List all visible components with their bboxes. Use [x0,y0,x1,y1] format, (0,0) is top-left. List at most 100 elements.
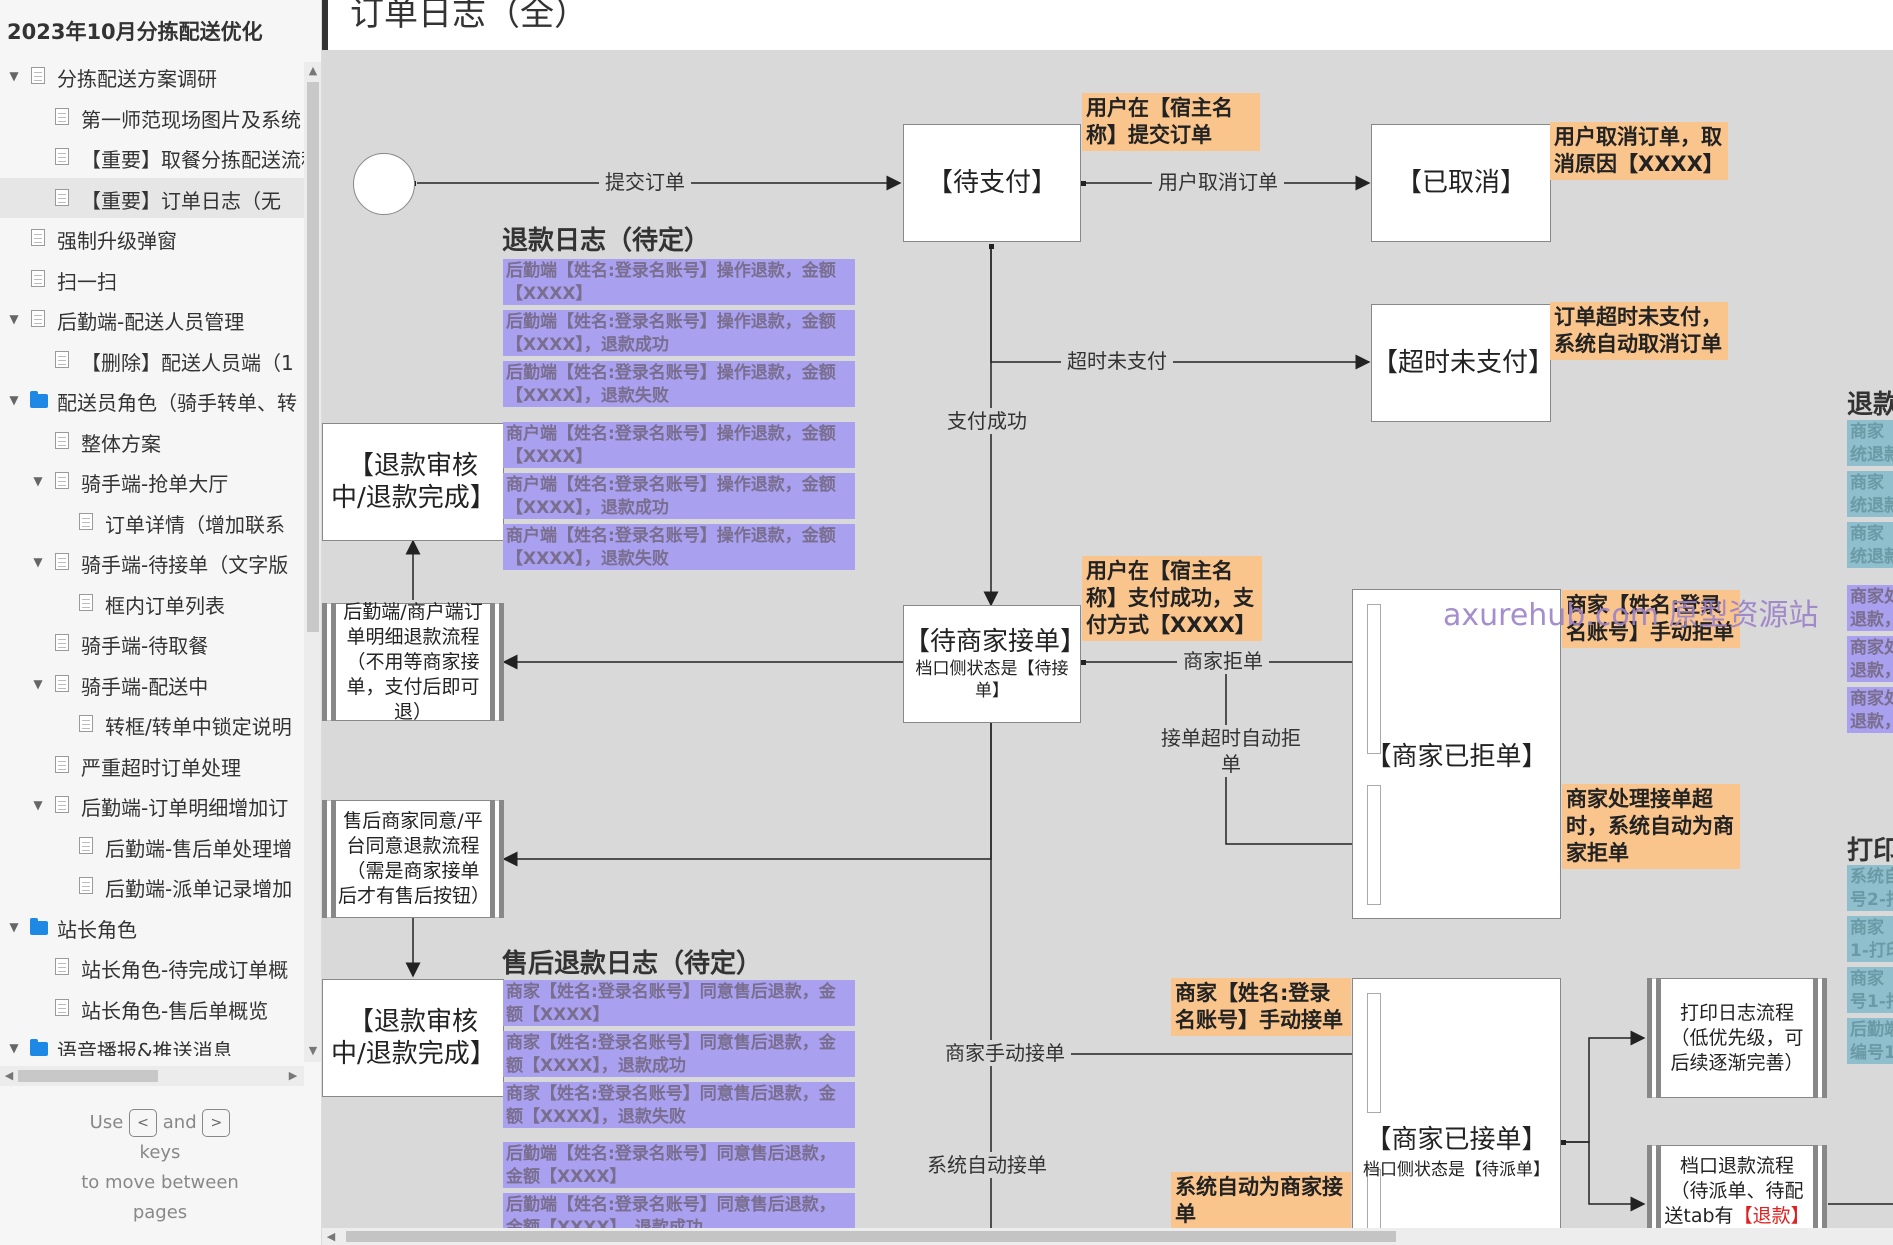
node-body: 档口退款流程（待派单、待配送tab有【退款】按 [1661,1154,1813,1230]
sidebar-item-label: 后勤端-订单明细增加订 [81,796,289,820]
sidebar-item[interactable]: 扫一扫 [0,259,304,299]
sidebar-item[interactable]: 整体方案 [0,421,304,461]
sidebar-item[interactable]: ▼语音播报&推送消息 [0,1028,304,1056]
watermark: axurehub.com 原型资源站 [1443,598,1819,633]
sidebar-item[interactable]: 强制升级弹窗 [0,218,304,258]
sidebar-horizontal-scrollbar[interactable]: ◀ ▶ [0,1066,304,1086]
edge-label-paid: 支付成功 [941,408,1033,434]
node-aftersale-flow[interactable]: 售后商家同意/平台同意退款流程（需是商家接单后才有售后按钮） [322,800,504,918]
sidebar-item[interactable]: ▼骑手端-抢单大厅 [0,461,304,501]
sidebar-item[interactable]: ▼ 后勤端-订单明细增加订 [0,785,304,825]
expand-arrow-icon[interactable]: ▼ [9,919,19,934]
sidebar-item[interactable]: 后勤端-售后单处理增 [0,826,304,866]
node-body: 售后商家同意/平台同意退款流程（需是商家接单后才有售后按钮） [338,810,491,907]
sidebar-item[interactable]: ▼ 配送员角色（骑手转单、转 [0,380,304,420]
log-entry: 商户端【姓名:登录名账号】操作退款，金额【XXXX】 [503,422,855,468]
sidebar-item[interactable]: 【重要】取餐分拣配送流程 [0,137,304,177]
refund-section-title-clipped: 退款 [1847,390,1893,420]
sitemap-tree: ▼分拣配送方案调研第一师范现场图片及系统【重要】取餐分拣配送流程【重要】订单日志… [0,56,304,1056]
scroll-left-arrow-icon[interactable]: ◀ [4,1069,14,1082]
page-icon [55,472,69,489]
expand-arrow-icon[interactable]: ▼ [9,393,19,407]
log-entry: 商户端【姓名:登录名账号】操作退款，金额【XXXX】，退款成功 [503,473,855,519]
sidebar-item-label: 配送员角色（骑手转单、转 [57,391,297,415]
clipped-note: 商家 号1-打 [1847,967,1893,1013]
expand-arrow-icon[interactable]: ▼ [33,798,43,812]
page-icon [31,229,45,246]
clipped-note: 商家 统退款 [1847,420,1893,466]
sidebar-item[interactable]: 转框/转单中锁定说明 [0,704,304,744]
folder-icon [30,391,48,408]
node-backend-refund-flow[interactable]: 后勤端/商户端订单明细退款流程（不用等商家接单，支付后即可退） [322,601,504,723]
sidebar-scroll-thumb[interactable] [307,82,319,632]
scroll-right-arrow-icon[interactable]: ▶ [288,1069,298,1082]
node-title: 【超时未支付】 [1372,348,1555,378]
expand-arrow-icon[interactable]: ▼ [9,312,19,326]
sidebar-vertical-scrollbar[interactable]: ▲ ▼ [304,62,321,1062]
canvas-scroll-thumb[interactable] [346,1231,1396,1242]
sidebar-item[interactable]: ▼ 骑手端-待接单（文字版 [0,542,304,582]
expand-arrow-icon[interactable]: ▼ [33,676,43,691]
note-submit: 用户在【宿主名称】提交订单 [1082,93,1260,151]
sidebar-item[interactable]: 框内订单列表 [0,583,304,623]
sidebar-item-label: 【重要】取餐分拣配送流程 [81,148,304,172]
node-refund-review-2[interactable]: 【退款审核中/退款完成】 [322,979,504,1097]
page-icon [55,674,69,692]
node-stall-refund-flow[interactable]: 档口退款流程（待派单、待配送tab有【退款】按 [1647,1145,1827,1230]
canvas-horizontal-scrollbar[interactable]: ◀ [322,1228,1893,1245]
log-entry: 后勤端【姓名:登录名账号】操作退款，金额【XXXX】，退款成功 [503,310,855,356]
keyboard-hint: Use < and > keys to move between pages [60,1108,260,1228]
scroll-up-arrow-icon[interactable]: ▲ [308,64,318,77]
node-merchant-accepted[interactable]: 【商家已接单】 档口侧状态是【待派单】 [1352,978,1561,1230]
edge-label-auto-reject: 接单超时自动拒单 [1151,725,1311,777]
sidebar-item-label: 严重超时订单处理 [81,755,241,780]
scroll-left-arrow-icon[interactable]: ◀ [326,1230,336,1243]
sidebar-item[interactable]: 【重要】订单日志（无 [0,177,304,218]
sidebar-item[interactable]: 站长角色-售后单概览 [0,988,304,1028]
page-icon [79,593,93,611]
prototype-canvas: 订单日志（全） [322,0,1893,1245]
sidebar-item[interactable]: 严重超时订单处理 [0,745,304,785]
node-timeout-unpaid[interactable]: 【超时未支付】 [1371,304,1555,422]
page-icon [79,836,93,854]
page-icon [55,148,69,165]
sidebar-item[interactable]: ▼分拣配送方案调研 [0,56,304,96]
node-refund-review-1[interactable]: 【退款审核中/退款完成】 [322,423,504,541]
node-pending-payment[interactable]: 【待支付】 [903,124,1081,242]
sidebar-item-label: 骑手端-待接单（文字版 [81,553,289,577]
swimlane-cell [1367,993,1381,1113]
page-icon [55,350,69,368]
sidebar-item[interactable]: 订单详情（增加联系 [0,502,304,542]
expand-arrow-icon[interactable]: ▼ [33,474,43,488]
aftersale-log-title: 售后退款日志（待定） [502,949,763,979]
node-pending-merchant[interactable]: 【待商家接单】 档口侧状态是【待接单】 [903,605,1087,723]
node-merchant-rejected[interactable]: 【商家已拒单】 [1352,589,1561,919]
expand-arrow-icon[interactable]: ▼ [9,1041,19,1055]
node-cancelled[interactable]: 【已取消】 [1371,124,1551,242]
sidebar-item[interactable]: 骑手端-待取餐 [0,623,304,663]
edge-label-user-cancel: 用户取消订单 [1152,169,1284,195]
log-entry: 商户端【姓名:登录名账号】操作退款，金额【XXXX】，退款失败 [503,524,855,570]
sidebar-hscroll-thumb[interactable] [18,1070,158,1082]
scroll-down-arrow-icon[interactable]: ▼ [308,1044,318,1057]
sidebar-item[interactable]: ▼ 后勤端-配送人员管理 [0,299,304,339]
flow-edges [405,175,1893,1230]
node-title: 【待商家接单】 [904,627,1087,657]
sidebar-item[interactable]: 站长角色-待完成订单概 [0,947,304,987]
edge-label-timeout: 超时未支付 [1061,348,1173,374]
expand-arrow-icon[interactable]: ▼ [9,69,19,83]
start-node[interactable] [353,153,415,215]
note-manual-accept: 商家【姓名:登录名账号】手动接单 [1171,978,1351,1036]
sidebar-item-label: 后勤端-配送人员管理 [57,310,245,334]
sidebar-item[interactable]: 后勤端-派单记录增加 [0,866,304,906]
node-print-log-flow[interactable]: 打印日志流程（低优先级，可后续逐渐完善） [1647,978,1827,1098]
sidebar-item[interactable]: ▼站长角色 [0,907,304,947]
sidebar-item[interactable]: 第一师范现场图片及系统 [0,97,304,137]
stall-refund-red-text: 【退款】 [1733,1205,1810,1227]
sidebar-item[interactable]: 【删除】配送人员端（1 [0,340,304,380]
note-timeout: 订单超时未支付，系统自动取消订单 [1550,302,1728,360]
sidebar-item[interactable]: ▼骑手端-配送中 [0,664,304,704]
page-heading: 订单日志（全） [350,0,588,34]
hint-and: and [162,1112,197,1133]
expand-arrow-icon[interactable]: ▼ [33,555,43,569]
